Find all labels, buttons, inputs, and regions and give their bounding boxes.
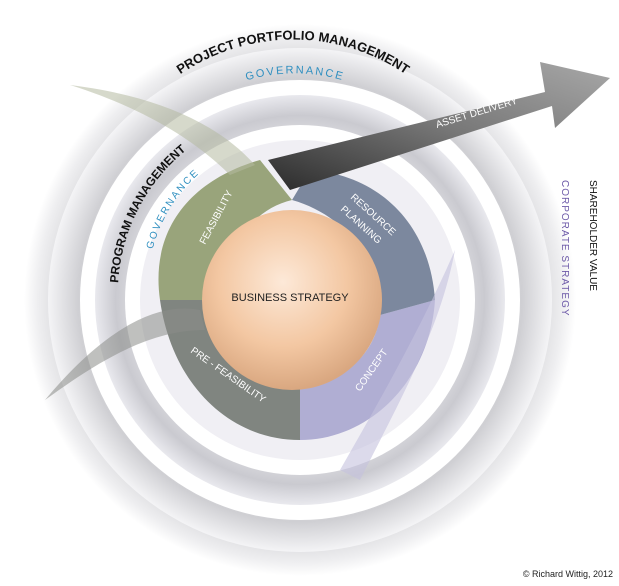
program-wing-top	[70, 85, 255, 175]
concept-wing	[340, 250, 455, 480]
resource-planning-segment	[292, 170, 435, 315]
asset-delivery-arrow	[268, 62, 610, 190]
copyright-text: © Richard Wittig, 2012	[522, 569, 613, 579]
shareholder-value-label: SHAREHOLDER VALUE	[587, 180, 598, 291]
program-wing-bottom	[45, 308, 205, 400]
pre-feasibility-segment	[160, 300, 300, 440]
corporate-strategy-label: CORPORATE STRATEGY	[559, 180, 570, 317]
concept-segment	[300, 300, 435, 440]
business-strategy-label: BUSINESS STRATEGY	[231, 292, 349, 304]
feasibility-segment	[158, 160, 292, 300]
business-strategy-core	[202, 210, 382, 390]
